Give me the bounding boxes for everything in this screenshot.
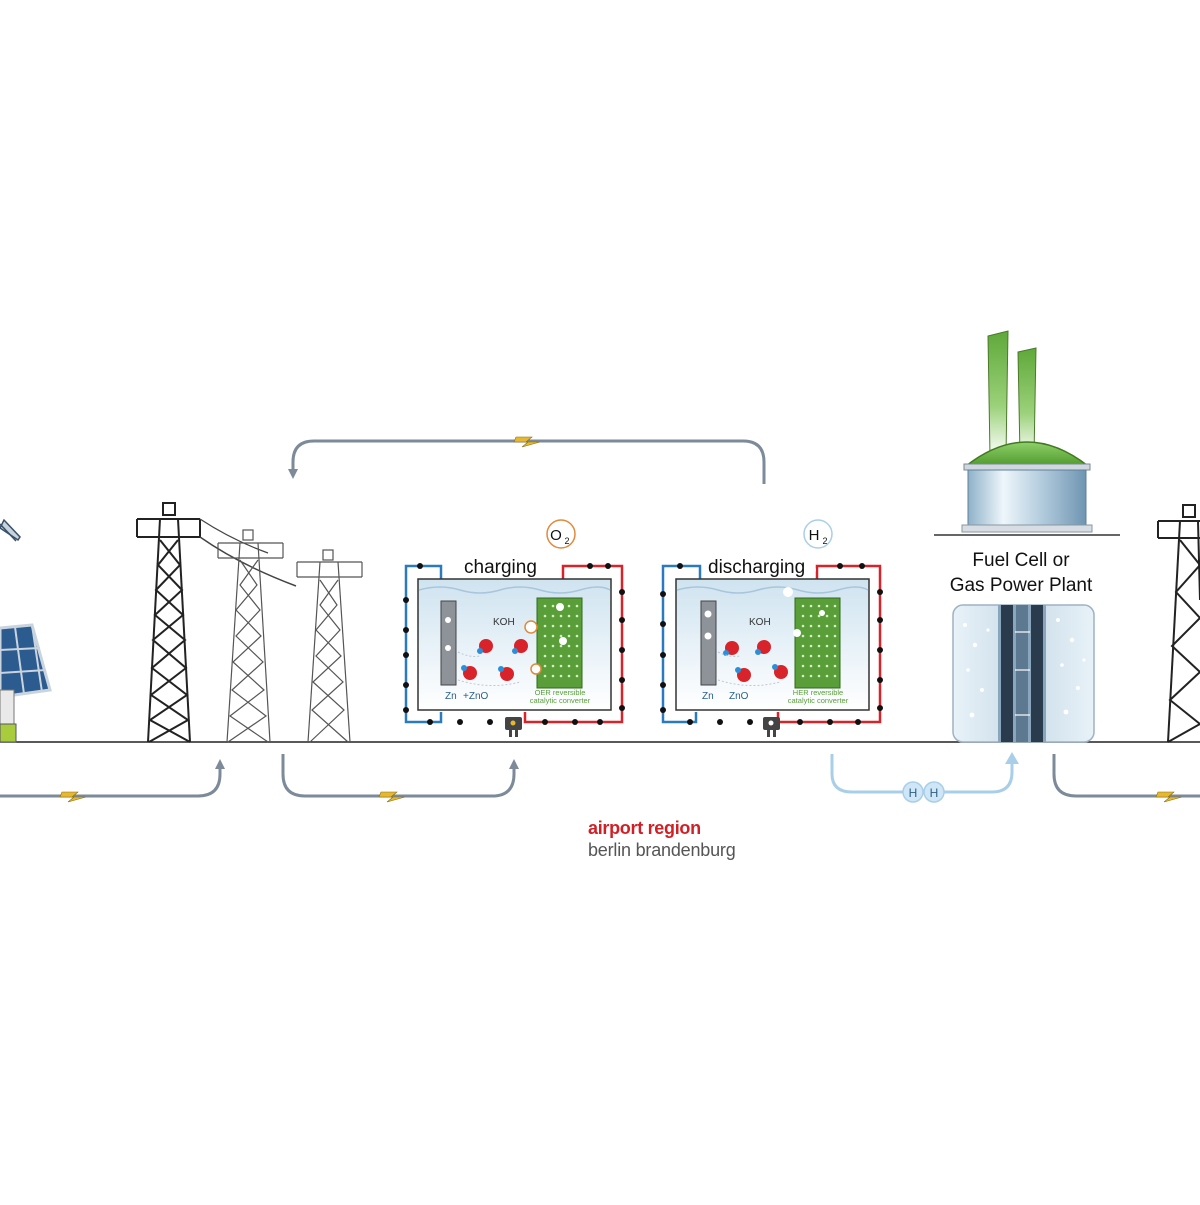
plant-title: Fuel Cell or Gas Power Plant [935, 548, 1107, 598]
converter-label: catalytic converter [530, 696, 591, 705]
lightning-icon [59, 791, 87, 803]
power-pylon-icon [296, 549, 363, 743]
lightning-icon [1155, 791, 1183, 803]
fuel-cell-icon [952, 604, 1095, 743]
lightning-icon [513, 436, 541, 448]
anode-label: Zn [702, 691, 714, 702]
electrolyte-label: KOH [749, 617, 771, 628]
power-pylon-icon [217, 529, 284, 743]
power-plant-icon [934, 330, 1120, 536]
plant-title-line2: Gas Power Plant [949, 575, 1093, 596]
flow-arrow-plant-out [1052, 754, 1200, 798]
solar-panel-icon [0, 623, 52, 743]
lightning-icon [378, 791, 406, 803]
converter-label: catalytic converter [788, 696, 849, 705]
wind-turbine-icon [0, 518, 21, 542]
anode-product-label: ZnO [729, 691, 749, 702]
power-pylon-icon [1157, 504, 1200, 743]
hydrogen-gas-label: H [809, 527, 820, 544]
discharging-title: discharging [708, 557, 805, 578]
battery-cell-icon: KOH Zn ZnO HER reversible catalytic conv… [660, 563, 883, 737]
flow-arrow-solar [0, 759, 225, 798]
flow-arrow-grid-to-cell [281, 754, 519, 798]
hydrogen-gas-subscript: 2 [822, 536, 827, 546]
power-pylon-icon [136, 502, 201, 743]
anode-product-label: +ZnO [463, 691, 489, 702]
hydrogen-gas-icon: H 2 [803, 519, 833, 549]
oxygen-label: O [550, 527, 562, 544]
converter-label: HER reversible [793, 688, 843, 697]
logo-subtitle: berlin brandenburg [588, 840, 736, 860]
logo-title: airport region [588, 818, 701, 838]
plug-icon [505, 717, 522, 737]
electrolyte-label: KOH [493, 617, 515, 628]
plug-icon [763, 717, 780, 737]
hydrogen-atom-label: H [909, 786, 918, 800]
converter-label: OER reversible [535, 688, 586, 697]
hydrogen-molecule-icon: H H [902, 781, 945, 803]
oxygen-molecule-icon: O 2 [546, 519, 576, 549]
plant-title-line1: Fuel Cell or [972, 550, 1070, 571]
hydrogen-atom-label: H [930, 786, 939, 800]
oxygen-subscript: 2 [564, 536, 569, 546]
charging-title: charging [464, 557, 537, 578]
return-flow-arrow [288, 439, 766, 484]
anode-label: Zn [445, 691, 457, 702]
battery-cell-icon: KOH Zn +ZnO OER reversible catalytic con… [403, 563, 625, 737]
